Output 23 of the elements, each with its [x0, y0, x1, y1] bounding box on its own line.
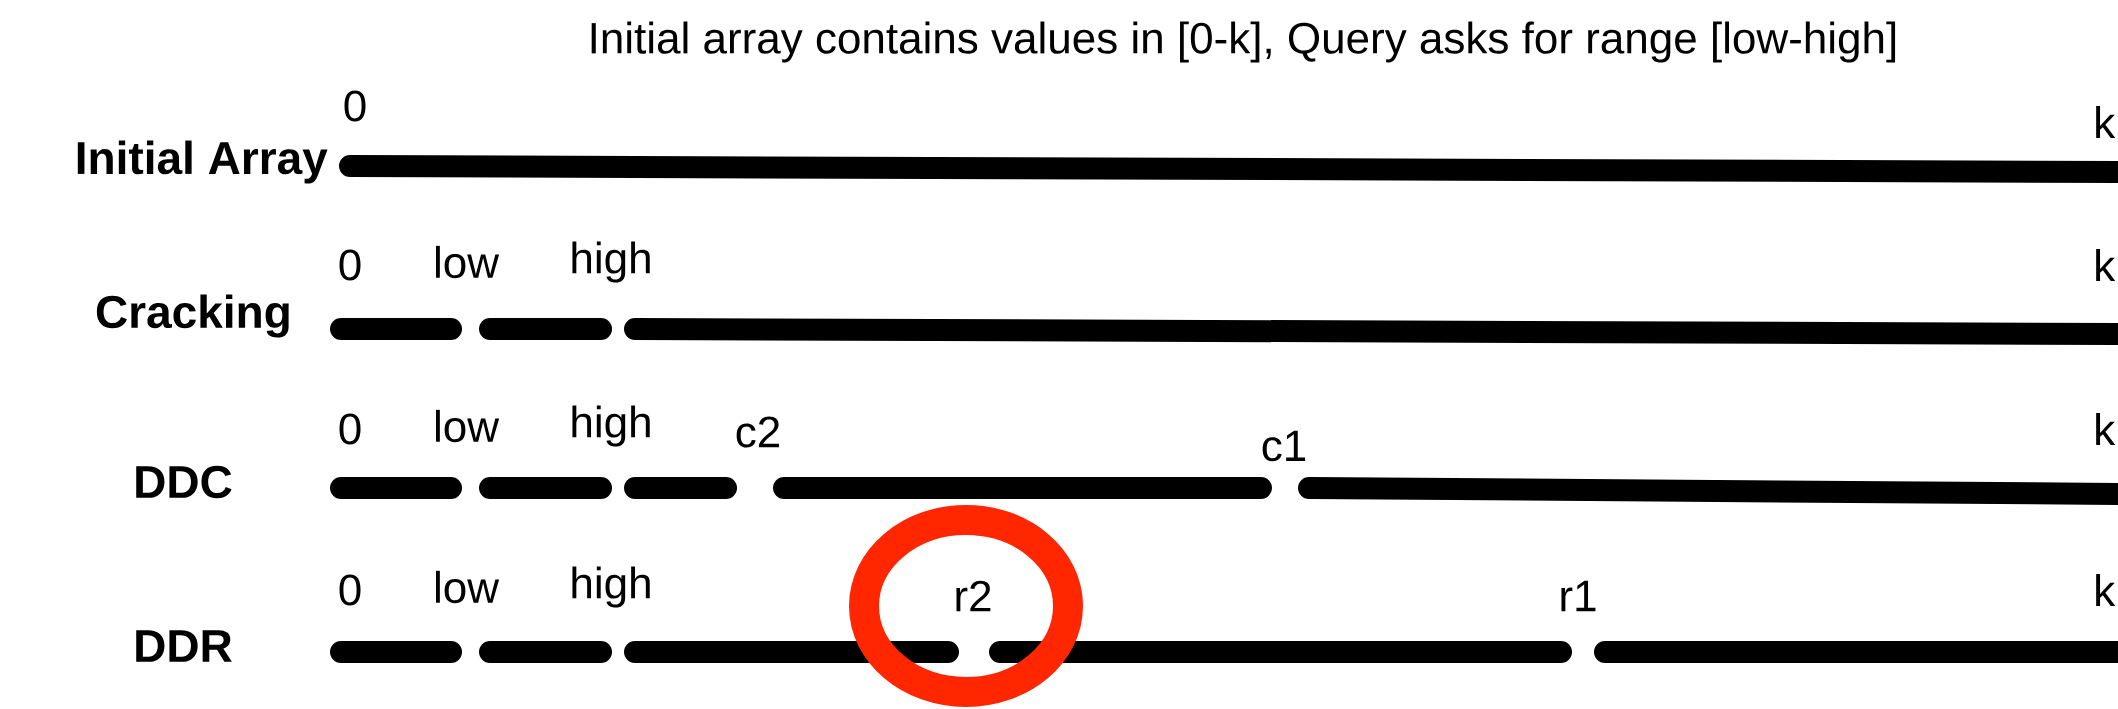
title: Initial array contains values in [0-k], Query asks for range [low-high]	[591, 21, 1896, 63]
tick-label: low	[435, 409, 500, 443]
tick-label: c2	[736, 416, 780, 448]
tick-label: r2	[956, 580, 991, 612]
tick-label: low	[435, 570, 500, 604]
tick-label: 0	[339, 574, 361, 606]
tick-label: k	[2096, 106, 2116, 138]
tick-label: low	[435, 245, 500, 279]
row-label: DDC	[136, 465, 232, 499]
tick-label: high	[572, 566, 650, 608]
row-label: Initial Array	[77, 140, 328, 184]
tick-label: 0	[339, 249, 361, 281]
tick-label: r1	[1561, 580, 1596, 612]
tick-label: 0	[339, 413, 361, 445]
tick-label: k	[2096, 574, 2116, 606]
row-label: DDR	[136, 630, 232, 662]
tick-label: 0	[344, 90, 366, 122]
tick-label: k	[2096, 413, 2116, 445]
tick-label: high	[572, 241, 650, 283]
tick-label: k	[2096, 249, 2116, 281]
tick-label: c1	[1262, 430, 1306, 462]
tick-label: high	[572, 405, 650, 447]
row-label: Cracking	[96, 294, 289, 338]
